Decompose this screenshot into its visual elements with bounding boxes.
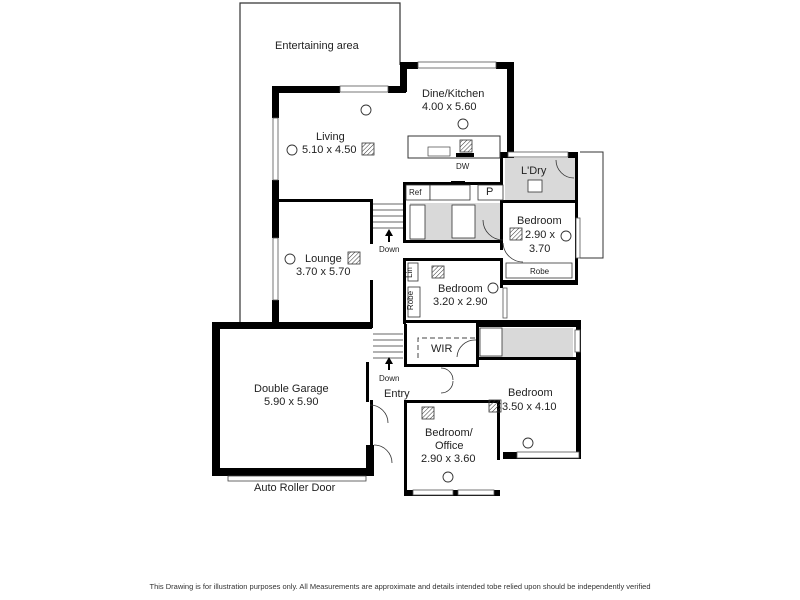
room-size-lounge: 3.70 x 5.70 [296,266,351,278]
robe-label-bedroom-2: Robe [530,267,550,276]
pantry-label: P [486,186,494,198]
room-label-entertaining: Entertaining area [275,40,359,52]
room-size-bedroom-3: 3.20 x 2.90 [433,296,488,308]
room-size-living: 5.10 x 4.50 [302,144,357,156]
room-label-bedroom-office-b: Office [435,440,464,452]
room-label-bedroom-2: Bedroom [517,215,562,227]
room-size-bedroom-2a: 2.90 x [525,229,555,241]
room-label-entry: Entry [384,388,410,400]
room-size-bedroom-2b: 3.70 [529,243,551,255]
robe-label-bedroom-3: Robe [406,290,416,311]
dishwasher-label: DW [456,162,470,171]
room-size-bedroom-office: 2.90 x 3.60 [421,453,476,465]
kitchen-island [407,135,501,159]
walls [212,62,581,496]
room-label-lounge: Lounge [305,253,342,265]
garage-door-label: Auto Roller Door [254,482,336,494]
stair-arrows [385,229,393,370]
stairs-label-lower: Down [379,374,400,383]
room-label-laundry: L'Dry [521,165,547,177]
stairs [373,203,403,359]
room-label-living: Living [316,131,345,143]
stairs-label-upper: Down [379,245,400,254]
room-size-dine-kitchen: 4.00 x 5.60 [422,101,477,113]
room-label-bedroom-3: Bedroom [438,283,483,295]
entertaining-area-outline [239,2,401,322]
room-label-wir: WIR [431,343,453,355]
disclaimer-text: This Drawing is for illustration purpose… [149,582,651,591]
room-size-double-garage: 5.90 x 5.90 [264,396,319,408]
room-size-master-bedroom: 3.50 x 4.10 [502,401,557,413]
room-label-master-bedroom: Bedroom [508,387,553,399]
linen-label: Lin [404,267,414,278]
room-label-double-garage: Double Garage [254,383,329,395]
room-label-bedroom-office-a: Bedroom/ [425,427,473,439]
room-label-dine-kitchen: Dine/Kitchen [422,88,485,100]
fridge-label: Ref [409,188,422,197]
windows [272,61,581,496]
